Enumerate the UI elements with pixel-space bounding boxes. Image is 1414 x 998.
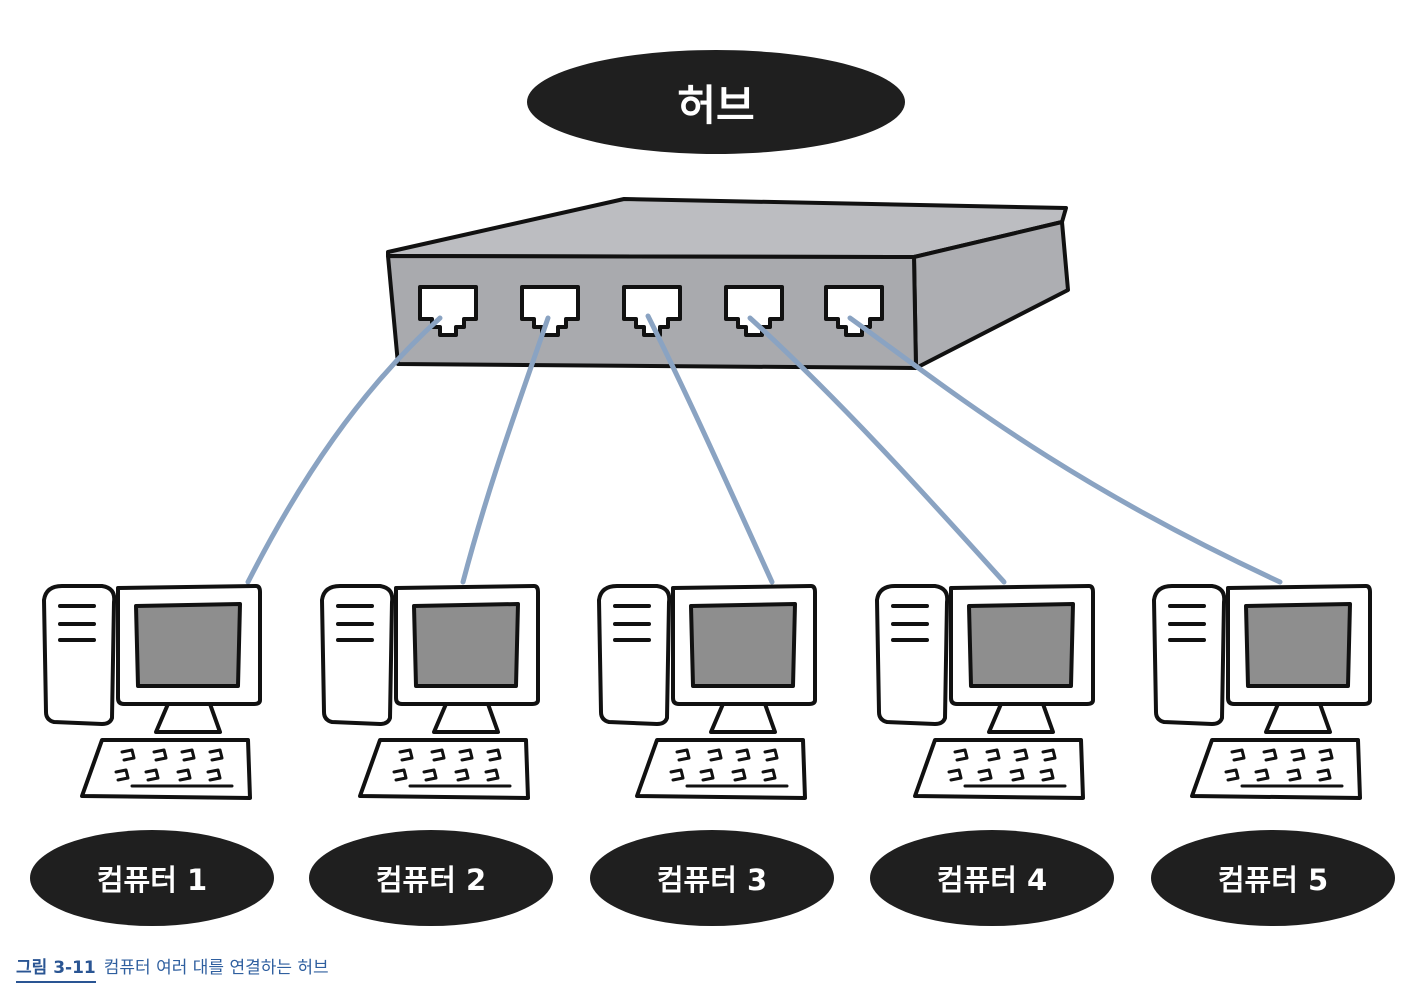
computer-monitor	[394, 584, 540, 734]
computer-keyboard	[1190, 738, 1362, 800]
cable-4	[747, 315, 1007, 585]
hub-port-5	[824, 285, 884, 337]
figure-caption: 그림 3-11 컴퓨터 여러 대를 연결하는 허브	[16, 953, 329, 983]
caption-number: 그림 3-11	[16, 958, 96, 983]
computer-keyboard	[358, 738, 530, 800]
computer-monitor	[949, 584, 1095, 734]
computer-2	[320, 584, 540, 800]
monitor-screen	[1244, 602, 1352, 688]
hub-port-2	[520, 285, 580, 337]
computer-monitor	[116, 584, 262, 734]
monitor-stand	[709, 702, 777, 734]
cable-5	[847, 315, 1283, 585]
computer-monitor	[1226, 584, 1372, 734]
computer-tower	[320, 584, 395, 726]
computer-label-4: 컴퓨터 4	[870, 830, 1114, 926]
monitor-stand	[1264, 702, 1332, 734]
computer-label-1: 컴퓨터 1	[30, 830, 274, 926]
computer-label-2: 컴퓨터 2	[309, 830, 553, 926]
computer-tower	[42, 584, 117, 726]
computer-5	[1152, 584, 1372, 800]
computer-label-3: 컴퓨터 3	[590, 830, 834, 926]
monitor-stand	[432, 702, 500, 734]
network-cables	[245, 313, 1283, 585]
cable-2	[460, 315, 551, 585]
computer-keyboard	[913, 738, 1085, 800]
computer-monitor	[671, 584, 817, 734]
hub-port-4	[724, 285, 784, 337]
monitor-screen	[134, 602, 242, 688]
monitor-stand	[154, 702, 222, 734]
hub-ports	[418, 285, 884, 337]
computer-1	[42, 584, 262, 800]
cable-1	[245, 315, 443, 585]
computer-tower	[1152, 584, 1227, 726]
computer-4	[875, 584, 1095, 800]
hub-device	[386, 197, 1070, 370]
computer-keyboard	[80, 738, 252, 800]
monitor-stand	[987, 702, 1055, 734]
computer-tower	[875, 584, 950, 726]
hub-label: 허브	[527, 50, 905, 154]
monitor-screen	[689, 602, 797, 688]
computer-label-5: 컴퓨터 5	[1151, 830, 1395, 926]
monitor-screen	[412, 602, 520, 688]
computer-3	[597, 584, 817, 800]
computer-keyboard	[635, 738, 807, 800]
computers	[42, 584, 1372, 800]
monitor-screen	[967, 602, 1075, 688]
cable-3	[645, 313, 775, 585]
computer-tower	[597, 584, 672, 726]
caption-text: 컴퓨터 여러 대를 연결하는 허브	[103, 958, 329, 978]
